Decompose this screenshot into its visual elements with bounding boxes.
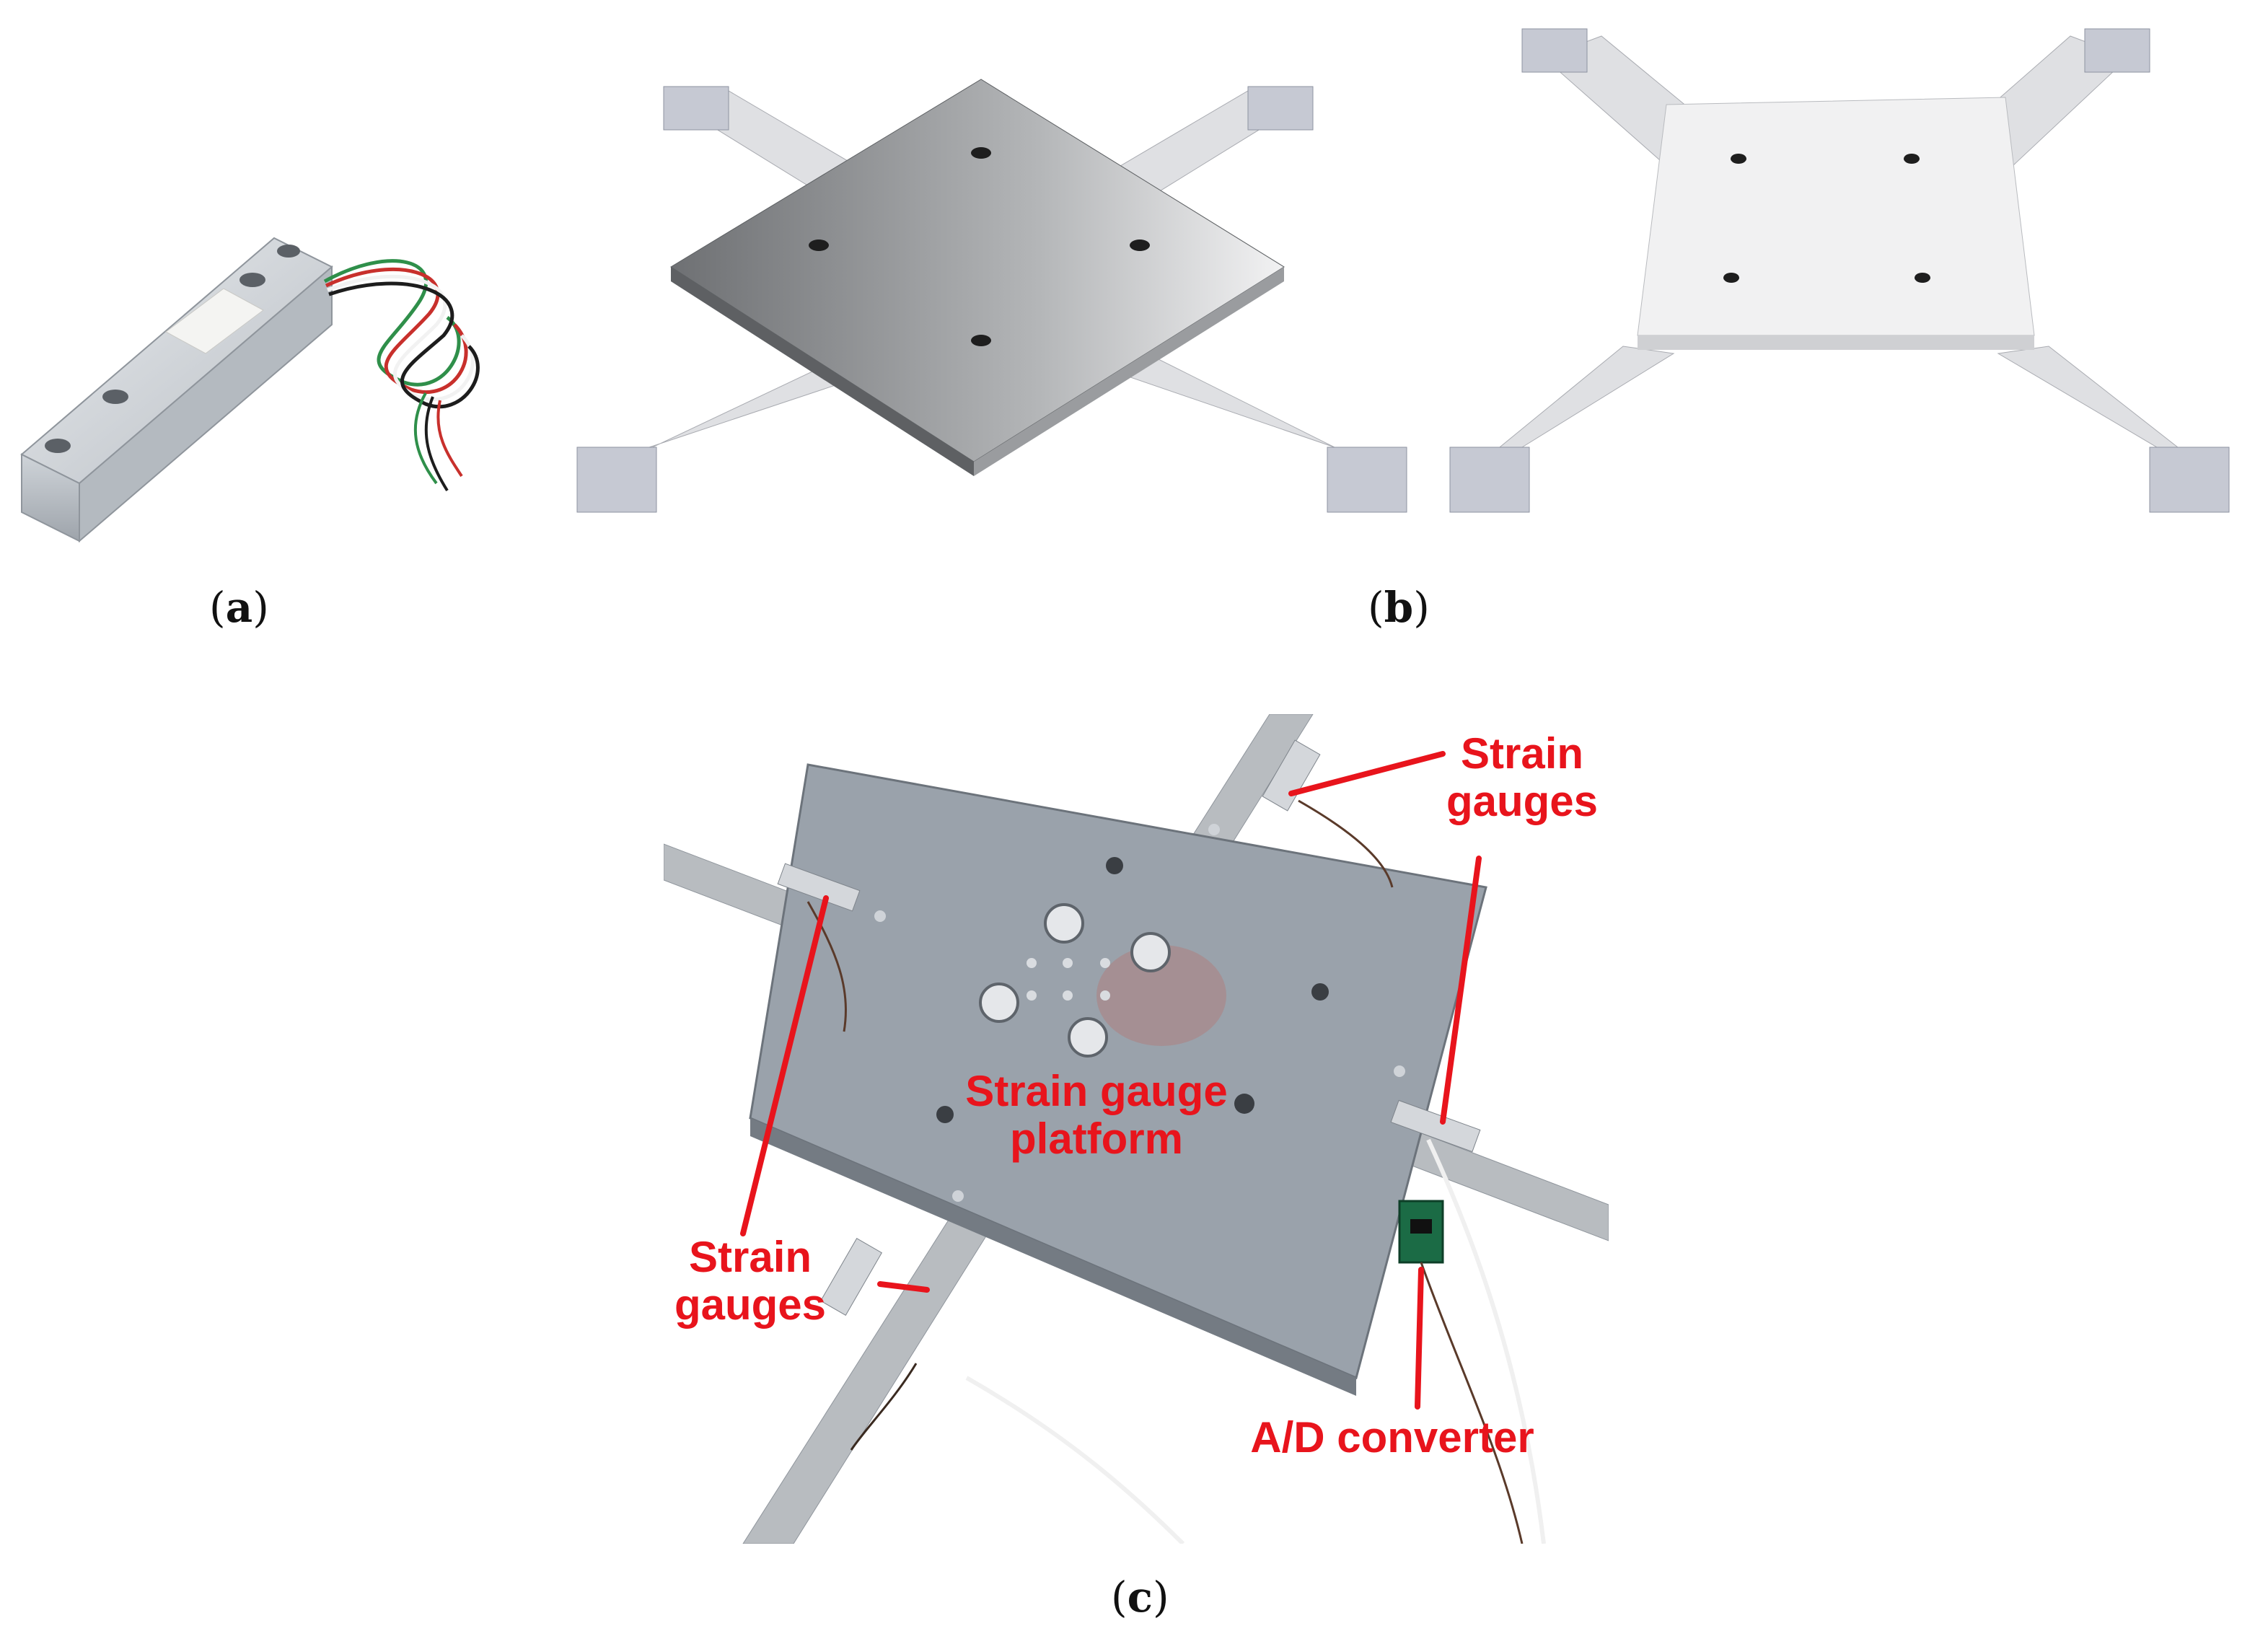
panel-c-photo	[664, 714, 1609, 1544]
label-platform-line2: platform	[1010, 1115, 1183, 1163]
caption-c: (c)	[1111, 1573, 1169, 1622]
label-strain-gauges-left-line1: Strain	[688, 1233, 812, 1281]
platform-render-dark	[576, 79, 1407, 513]
platform-photo	[664, 714, 1609, 1544]
panel-a-load-cell	[14, 216, 519, 563]
label-ad-converter: A/D converter	[1226, 1414, 1558, 1461]
caption-a: (a)	[209, 583, 269, 632]
load-cell-illustration	[20, 237, 480, 543]
label-strain-gauges-top-line1: Strain	[1460, 729, 1584, 778]
label-strain-gauges-left-line2: gauges	[674, 1280, 827, 1329]
label-strain-gauges-top: Strain gauges	[1428, 730, 1616, 825]
label-ad-converter-text: A/D converter	[1250, 1413, 1534, 1461]
platform-render-light	[1449, 28, 2230, 513]
panel-b-render-light	[1436, 14, 2243, 563]
panel-b-render-dark	[563, 72, 1428, 563]
caption-b: (b)	[1368, 583, 1430, 632]
label-strain-gauges-top-line2: gauges	[1446, 777, 1599, 825]
label-strain-gauges-left: Strain gauges	[656, 1234, 844, 1329]
label-strain-gauge-platform: Strain gauge platform	[931, 1068, 1262, 1163]
label-platform-line1: Strain gauge	[965, 1067, 1228, 1115]
